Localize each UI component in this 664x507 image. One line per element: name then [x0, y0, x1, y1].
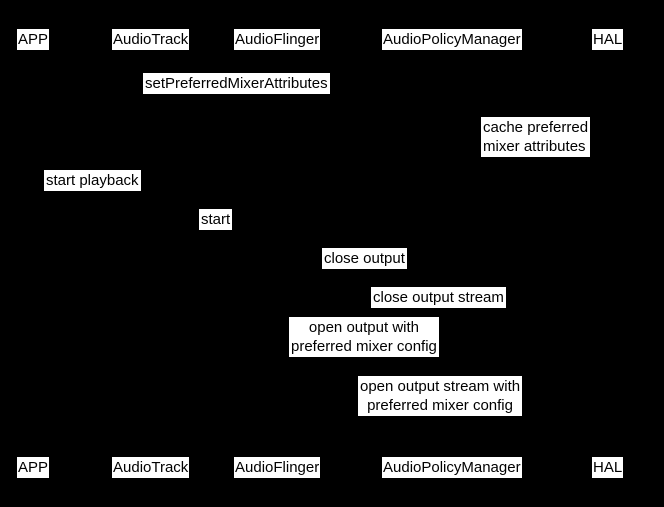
participant-header-audioflinger: AudioFlinger — [234, 29, 321, 50]
arrow-start — [155, 235, 280, 236]
participant-header-hal-label: HAL — [593, 31, 623, 48]
arrow-head-close-output-stream — [602, 309, 609, 317]
participant-footer-hal-label: HAL — [593, 459, 623, 476]
participant-footer-app: APP — [17, 457, 50, 478]
participant-header-audiotrack-label: AudioTrack — [113, 31, 189, 48]
message-open-output-stream-with-preferred-mixer-config-line-1: open output stream with — [360, 378, 521, 395]
lifeline-audioflinger — [280, 52, 281, 455]
arrow-close-output — [280, 274, 457, 275]
participant-header-audiotrack: AudioTrack — [112, 29, 190, 50]
message-open-output-stream-with-preferred-mixer-config: open output stream with preferred mixer … — [358, 376, 523, 416]
message-close-output-line-1: close output — [324, 250, 405, 267]
arrow-start-playback — [35, 196, 155, 197]
lifeline-audiopolicymanager — [457, 52, 458, 455]
message-open-output-with-preferred-mixer-config-line-1: open output with — [308, 319, 419, 336]
participant-footer-audioflinger: AudioFlinger — [234, 457, 321, 478]
participant-footer-audiopolicymanager-label: AudioPolicyManager — [383, 459, 521, 476]
arrow-open-output-with-preferred-mixer-config — [280, 362, 457, 363]
message-start: start — [199, 209, 233, 230]
lifeline-audiotrack — [155, 52, 156, 455]
lifeline-hal — [609, 52, 610, 455]
arrow-close-output-stream — [457, 313, 609, 314]
arrow-head-open-output-with-preferred-mixer-config — [450, 358, 457, 366]
lifeline-app — [35, 52, 36, 455]
message-open-output-stream-with-preferred-mixer-config-line-2: preferred mixer config — [367, 397, 513, 414]
participant-header-app-label: APP — [18, 31, 49, 48]
message-open-output-with-preferred-mixer-config-line-2: preferred mixer config — [291, 338, 437, 355]
arrow-head-set-preferred-mixer-attributes — [450, 95, 457, 103]
participant-footer-app-label: APP — [18, 459, 49, 476]
participant-footer-audioflinger-label: AudioFlinger — [235, 459, 320, 476]
participant-header-app: APP — [17, 29, 50, 50]
arrow-cache-preferred-mixer-attributes — [457, 160, 481, 161]
participant-header-audiopolicymanager: AudioPolicyManager — [382, 29, 522, 50]
arrow-head-start-playback — [148, 192, 155, 200]
arrow-head-start — [273, 231, 280, 239]
arrow-head-open-output-stream-with-preferred-mixer-config — [602, 417, 609, 425]
participant-header-audiopolicymanager-label: AudioPolicyManager — [383, 31, 521, 48]
message-close-output: close output — [322, 248, 407, 269]
arrow-head-cache-preferred-mixer-attributes — [457, 156, 464, 164]
participant-footer-hal: HAL — [592, 457, 624, 478]
arrow-head-close-output — [450, 270, 457, 278]
message-close-output-stream-line-1: close output stream — [373, 289, 504, 306]
participant-header-hal: HAL — [592, 29, 624, 50]
message-start-playback: start playback — [44, 170, 141, 191]
message-start-line-1: start — [201, 211, 231, 228]
arrow-set-preferred-mixer-attributes — [35, 99, 457, 100]
participant-footer-audiotrack: AudioTrack — [112, 457, 190, 478]
message-cache-preferred-mixer-attributes: cache preferred mixer attributes — [481, 117, 591, 157]
participant-footer-audiopolicymanager: AudioPolicyManager — [382, 457, 522, 478]
message-start-playback-line-1: start playback — [46, 172, 139, 189]
message-cache-preferred-mixer-attributes-line-1: cache preferred — [483, 119, 589, 136]
arrow-open-output-stream-with-preferred-mixer-config — [457, 421, 609, 422]
participant-footer-audiotrack-label: AudioTrack — [113, 459, 189, 476]
message-set-preferred-mixer-attributes-line-1: setPreferredMixerAttributes — [145, 75, 328, 92]
message-open-output-with-preferred-mixer-config: open output with preferred mixer config — [289, 317, 439, 357]
message-close-output-stream: close output stream — [371, 287, 506, 308]
message-cache-preferred-mixer-attributes-line-2: mixer attributes — [483, 138, 586, 155]
message-set-preferred-mixer-attributes: setPreferredMixerAttributes — [143, 73, 330, 94]
participant-header-audioflinger-label: AudioFlinger — [235, 31, 320, 48]
